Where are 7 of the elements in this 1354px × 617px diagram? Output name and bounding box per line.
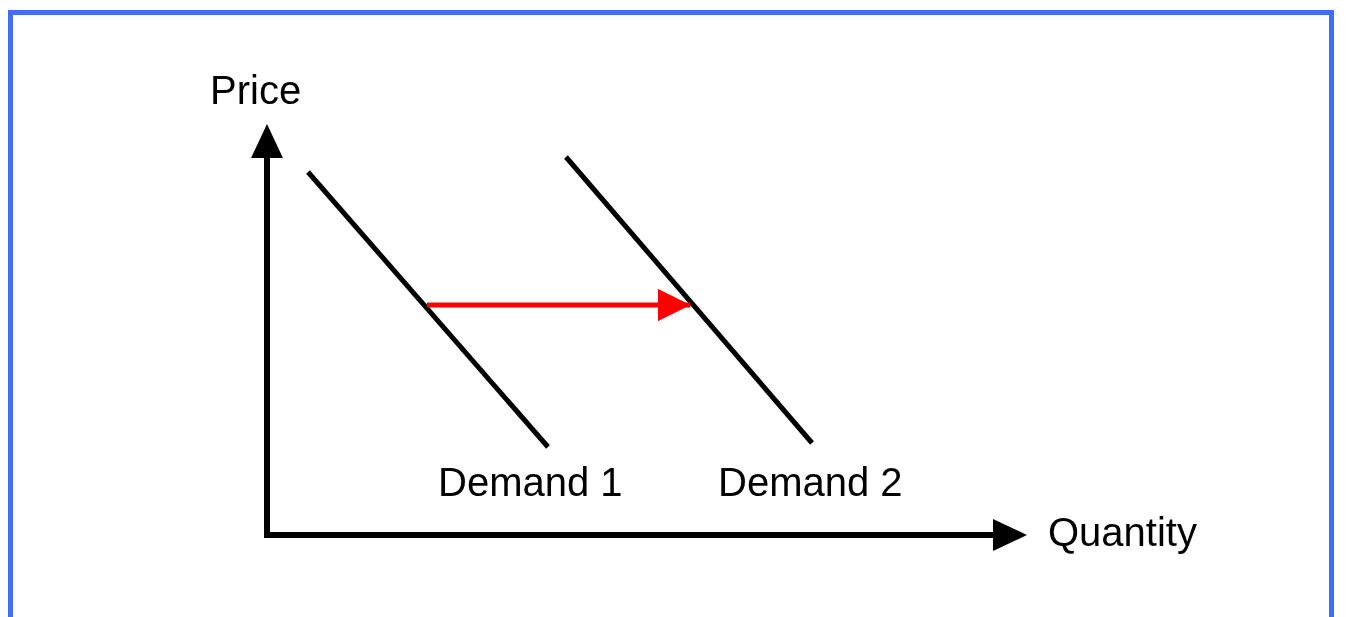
axis-label: Price [210, 70, 302, 110]
demand-curve [306, 170, 550, 449]
shift-arrow [427, 288, 691, 322]
curve-label: Demand 1 [438, 462, 623, 502]
axis-label: Quantity [1048, 512, 1197, 552]
curve-label: Demand 2 [718, 462, 903, 502]
demand-curve [564, 155, 814, 445]
